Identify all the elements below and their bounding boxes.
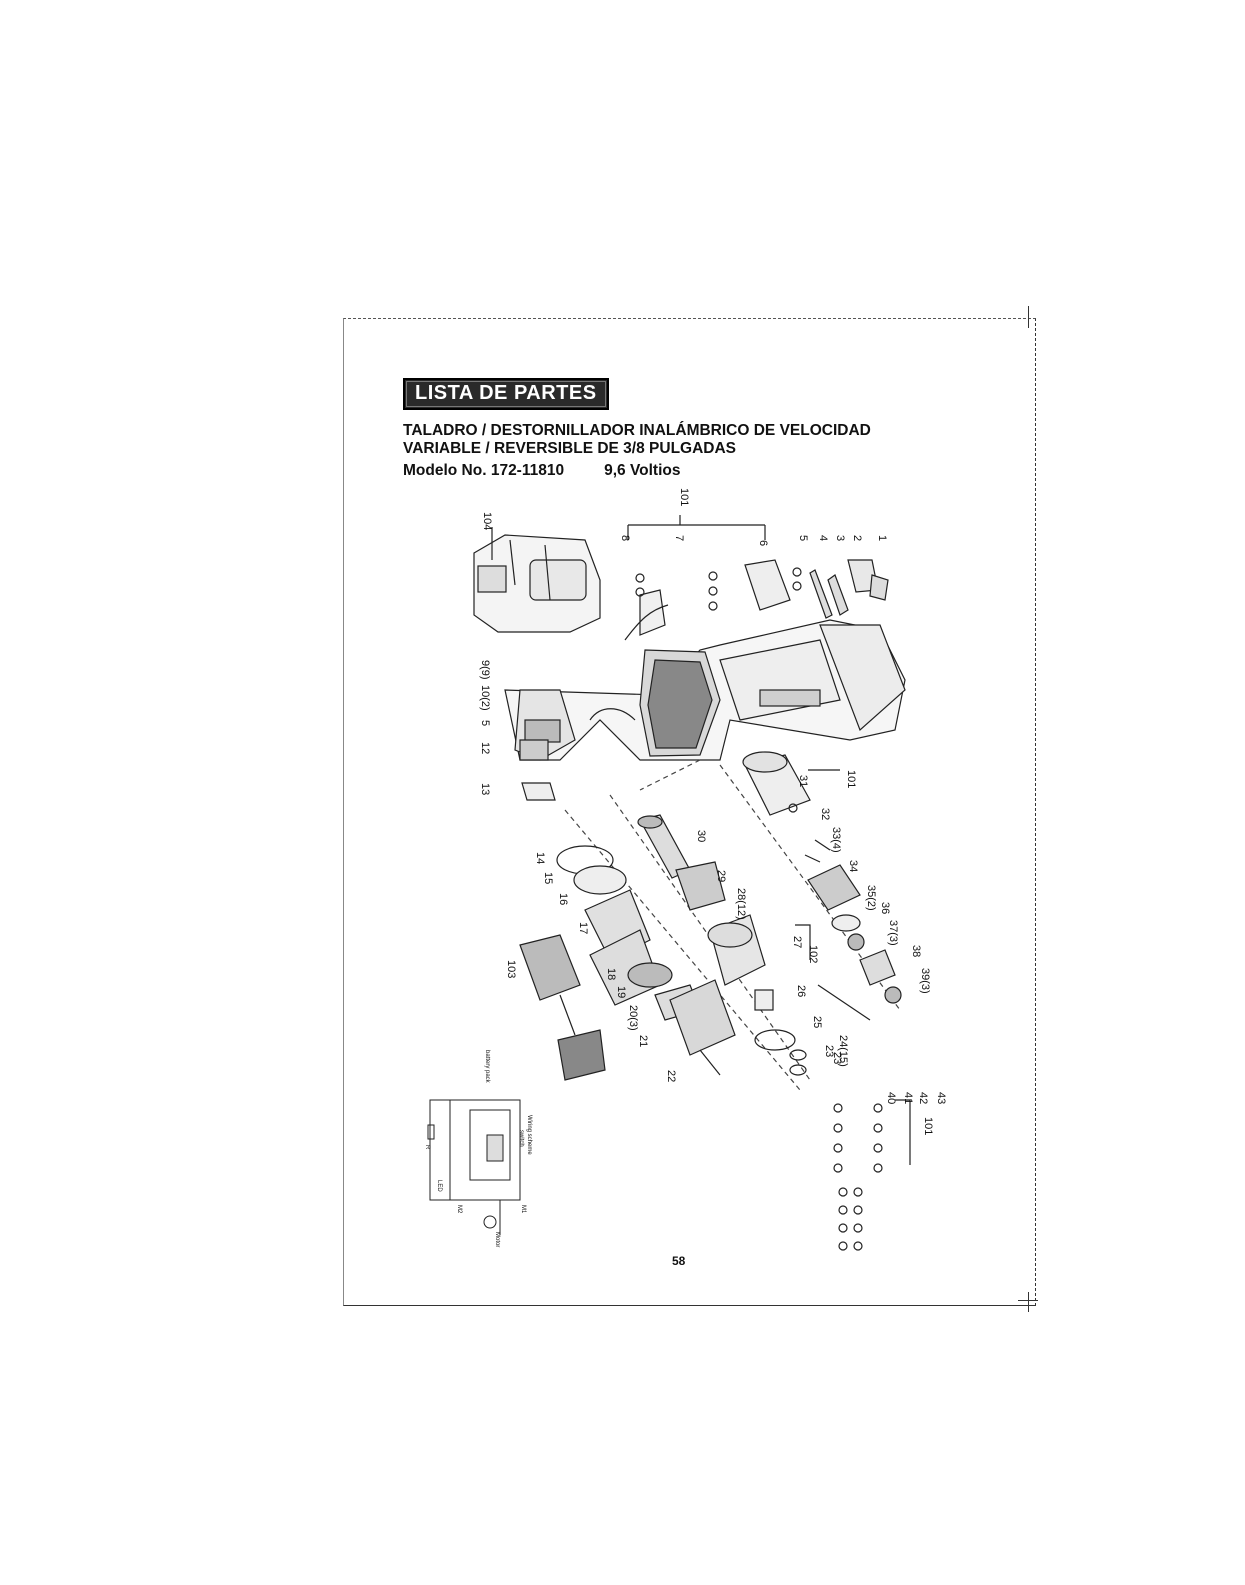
wiring-m1: M1 — [520, 1205, 526, 1214]
part-label: 12 — [479, 742, 491, 754]
part-label: 24(15) — [837, 1035, 849, 1067]
part-label: 21 — [637, 1035, 649, 1047]
bracket-lines — [795, 769, 871, 1021]
part-label: 31 — [797, 775, 809, 787]
part-label: 41 — [902, 1092, 914, 1104]
part-label: 7 — [673, 535, 685, 541]
wiring-led: LED — [436, 1180, 442, 1192]
part-13-drawing — [521, 782, 556, 801]
spindle-gears-drawing — [637, 814, 807, 1076]
part-label: 2 — [851, 535, 863, 541]
corner-mark — [1018, 1300, 1038, 1301]
part-label: 36 — [879, 902, 891, 914]
part-label: 9(9) — [479, 660, 491, 680]
part-label: 3 — [834, 535, 846, 541]
wiring-r: R — [424, 1145, 430, 1150]
page-number: 58 — [672, 1254, 686, 1268]
part-label: 26 — [795, 985, 807, 997]
wiring-subtitle: switch — [518, 1130, 524, 1147]
part-label: 29 — [715, 870, 727, 882]
part-label: 25 — [811, 1016, 823, 1028]
gear-plate-drawing — [804, 839, 902, 1004]
model-line: Modelo No. 172-11810 9,6 Voltios — [403, 462, 680, 480]
part-label: 1 — [876, 535, 888, 541]
wiring-scheme-drawing — [427, 1099, 521, 1235]
section-banner: LISTA DE PARTES — [403, 378, 609, 410]
wiring-m2: M2 — [456, 1205, 462, 1214]
title-line-2: VARIABLE / REVERSIBLE DE 3/8 PULGADAS — [403, 440, 737, 457]
part-label: 32 — [819, 808, 831, 820]
part-label: 14 — [534, 852, 546, 864]
part-label: 15 — [542, 872, 554, 884]
screws-drawing — [833, 1099, 911, 1251]
part-label: 33(4) — [830, 827, 842, 853]
part-label: 35(2) — [865, 885, 877, 911]
part-label: 42 — [917, 1092, 929, 1104]
part-label: 101 — [845, 770, 857, 788]
part-label: 101 — [922, 1117, 934, 1135]
part-label: 103 — [505, 960, 517, 978]
part-label: 22 — [665, 1070, 677, 1082]
part-label: 28(12) — [735, 888, 747, 920]
part-label: 17 — [577, 922, 589, 934]
bracket-101 — [627, 515, 766, 540]
battery-pack-drawing — [473, 534, 601, 633]
model-number: Modelo No. 172-11810 — [403, 462, 565, 479]
part-label: 18 — [605, 968, 617, 980]
wiring-battery: battery pack — [484, 1050, 490, 1084]
part-label: 13 — [479, 783, 491, 795]
part-label: 101 — [678, 488, 690, 506]
part-label: 40 — [885, 1092, 897, 1104]
part-label: 38 — [910, 945, 922, 957]
wiring-labels: Wiring scheme switch battery pack LED Mo… — [424, 1050, 532, 1247]
wiring-motor: Motor — [494, 1232, 500, 1247]
title-line-1: TALADRO / DESTORNILLADOR INALÁMBRICO DE … — [403, 422, 871, 439]
part-label: 34 — [847, 860, 859, 872]
part-label: 102 — [807, 945, 819, 963]
part-label: 5 — [479, 720, 491, 726]
voltage-rating: 9,6 Voltios — [604, 462, 681, 479]
switch-assembly-drawing — [624, 559, 889, 641]
wiring-title: Wiring scheme — [526, 1115, 532, 1155]
motor-drawing — [742, 751, 811, 816]
part-12-drawing — [519, 739, 549, 761]
corner-mark — [1028, 306, 1029, 328]
drill-housing-drawing — [504, 619, 906, 761]
part-label: 43 — [935, 1092, 947, 1104]
part-label: 5 — [797, 535, 809, 541]
part-label: 23 — [831, 1052, 843, 1064]
page-title: TALADRO / DESTORNILLADOR INALÁMBRICO DE … — [403, 422, 871, 458]
part-number-labels: 123456789(9)10(2)5121314151617181920(3)2… — [479, 488, 947, 1135]
page-frame — [343, 318, 1036, 1306]
chuck-rings-drawing — [556, 845, 736, 1076]
part-label: 10(2) — [479, 685, 491, 711]
part-label: 19 — [615, 986, 627, 998]
charger-drawing — [519, 934, 606, 1081]
part-label: 8 — [619, 535, 631, 541]
part-label: 104 — [481, 512, 493, 530]
part-label: 39(3) — [919, 968, 931, 994]
part-label: 20(3) — [627, 1005, 639, 1031]
part-label: 37(3) — [887, 920, 899, 946]
part-label: 27 — [791, 936, 803, 948]
part-label: 4 — [817, 535, 829, 541]
part-label: 23 — [823, 1045, 835, 1057]
corner-mark — [1028, 1292, 1029, 1312]
part-label: 30 — [695, 830, 707, 842]
part-label: 16 — [557, 893, 569, 905]
part-label: 6 — [757, 540, 769, 546]
